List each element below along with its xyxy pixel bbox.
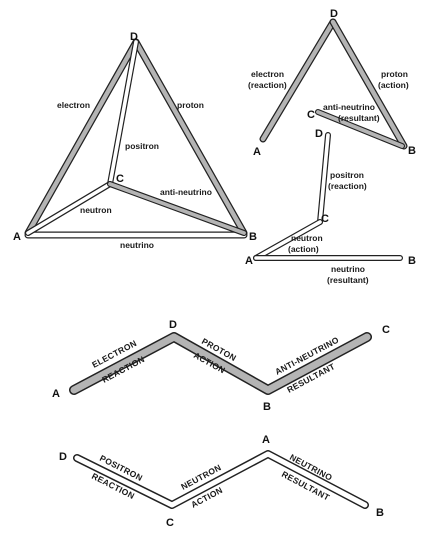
resultant-label: (resultant) [327, 275, 369, 285]
action-label: (action) [288, 244, 319, 254]
open-zigzag-diagram: D C A B POSITRON REACTION NEUTRON ACTION… [59, 434, 384, 529]
point-c-label: C [382, 324, 390, 336]
point-b-label: B [263, 401, 271, 413]
neutron-label: neutron [291, 233, 323, 243]
point-d-label: D [169, 319, 177, 331]
reaction-label: (reaction) [248, 80, 287, 90]
point-c-label: C [307, 109, 315, 121]
point-c-label: C [116, 173, 124, 185]
shaded-zigzag-diagram: A D B C ELECTRON REACTION PROTON ACTION … [52, 319, 390, 413]
anti-neutrino-label: anti-neutrino [323, 102, 375, 112]
electron-label: electron [251, 69, 284, 79]
point-b-label: B [408, 145, 416, 157]
point-b-label: B [376, 507, 384, 519]
point-c-label: C [321, 213, 329, 225]
anti-neutrino-label: anti-neutrino [160, 187, 212, 197]
neutron-label: neutron [80, 205, 112, 215]
point-d-label: D [330, 8, 338, 20]
neutrino-label: neutrino [120, 240, 154, 250]
point-d-label: D [59, 451, 67, 463]
reaction-action-resultant-diagram-shaded: D A B C electron (reaction) proton (acti… [248, 8, 416, 158]
tetrahedron-diagram: D A B C electron proton positron anti-ne… [13, 31, 257, 250]
reaction-action-resultant-diagram-open: D A B C positron (reaction) neutron (act… [245, 128, 416, 285]
point-b-label: B [408, 255, 416, 267]
resultant-label: (resultant) [338, 113, 380, 123]
reaction-label: (reaction) [328, 181, 367, 191]
point-a-label: A [245, 255, 253, 267]
point-a-label: A [52, 388, 60, 400]
positron-label: positron [125, 141, 159, 151]
point-a-label: A [262, 434, 270, 446]
electron-label: electron [57, 100, 90, 110]
point-c-label: C [166, 517, 174, 529]
action-label: (action) [378, 80, 409, 90]
point-a-label: A [253, 146, 261, 158]
point-d-label: D [130, 31, 138, 43]
proton-label: proton [177, 100, 204, 110]
proton-label: proton [381, 69, 408, 79]
positron-label: positron [330, 170, 364, 180]
point-d-label: D [315, 128, 323, 140]
point-a-label: A [13, 231, 21, 243]
neutrino-label: neutrino [331, 264, 365, 274]
point-b-label: B [249, 231, 257, 243]
